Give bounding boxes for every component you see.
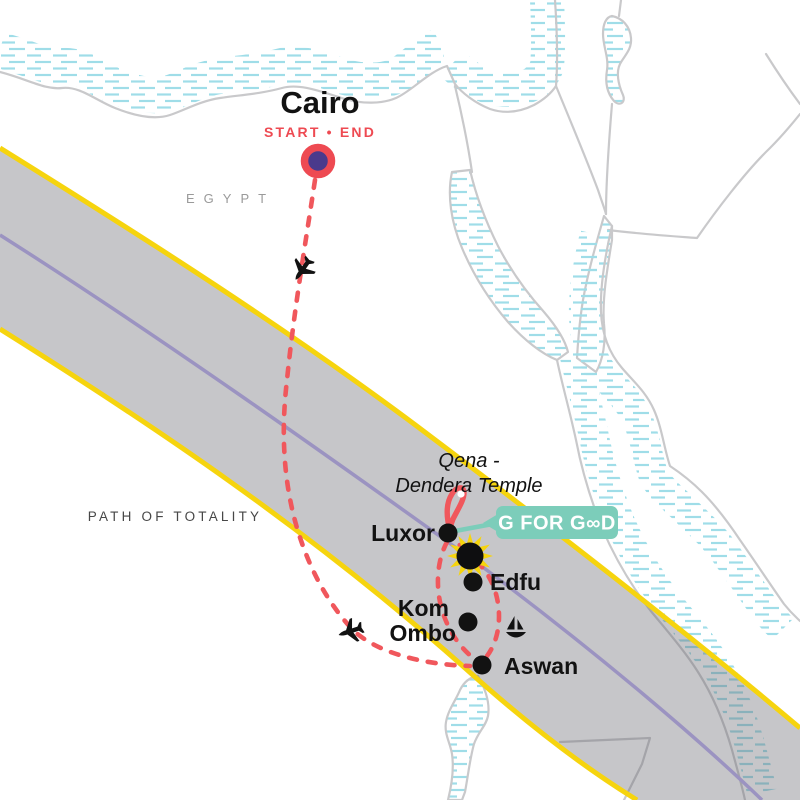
- mediterranean-sea-hatch: [0, 29, 448, 114]
- red-sea-west-hatch: [559, 348, 777, 796]
- sailboat-icon: [506, 616, 526, 638]
- badge-background: [496, 506, 618, 539]
- stop-marker-edfu[interactable]: [463, 572, 483, 592]
- badge-pointer: [483, 514, 498, 532]
- path-of-totality-label: PATH OF TOTALITY: [88, 509, 262, 524]
- stop-marker-kom-ombo[interactable]: [458, 612, 478, 632]
- totality-band-fill: [0, 148, 800, 800]
- stop-marker-luxor[interactable]: [438, 523, 458, 543]
- eclipse-icon: [447, 533, 493, 579]
- city-label-kom: Kom: [398, 595, 449, 621]
- start-end-label: START • END: [264, 124, 376, 140]
- start-end-marker-cairo[interactable]: [300, 143, 336, 179]
- airplane-icon: [294, 255, 316, 280]
- poi-label-line1: Qena -: [438, 450, 499, 472]
- country-label: EGYPT: [186, 191, 275, 206]
- totality-center-line: [0, 233, 764, 800]
- qena-excursion-loop: [444, 485, 467, 532]
- city-label-edfu: Edfu: [490, 569, 541, 595]
- red-sea-east-hatch: [568, 230, 794, 640]
- totality-north-edge: [0, 145, 800, 730]
- city-label-cairo: Cairo: [280, 85, 359, 120]
- loop-end-dot: [457, 490, 465, 498]
- totality-south-edge: [0, 326, 639, 800]
- badge-label: G FOR G∞D: [498, 513, 616, 535]
- city-label-aswan: Aswan: [504, 653, 578, 679]
- city-label-ombo: Ombo: [390, 620, 456, 646]
- suez-canal-line: [453, 84, 474, 174]
- city-label-luxor: Luxor: [371, 520, 435, 546]
- jordan-valley-line: [617, 0, 623, 18]
- jordan-south-border: [604, 102, 614, 216]
- airplane-icon: [338, 618, 365, 642]
- red-sea-east-coastline: [599, 224, 800, 623]
- dead-sea: [601, 14, 633, 105]
- lake-nasser: [444, 674, 490, 800]
- mediterranean-coastline: [0, 0, 559, 119]
- g-for-good-badge[interactable]: G FOR G∞D: [454, 506, 618, 539]
- egypt-israel-border: [554, 84, 608, 216]
- eclipse-disc: [456, 542, 484, 570]
- path-of-totality-band: [0, 145, 800, 800]
- jordan-saudi-border: [606, 52, 800, 240]
- levant-coast-hatch: [440, 0, 566, 108]
- stop-marker-aswan[interactable]: [472, 655, 492, 675]
- gulf-of-suez: [448, 168, 570, 362]
- poi-label-line2: Dendera Temple: [395, 475, 542, 497]
- flight-route-cairo-aswan: [281, 177, 473, 669]
